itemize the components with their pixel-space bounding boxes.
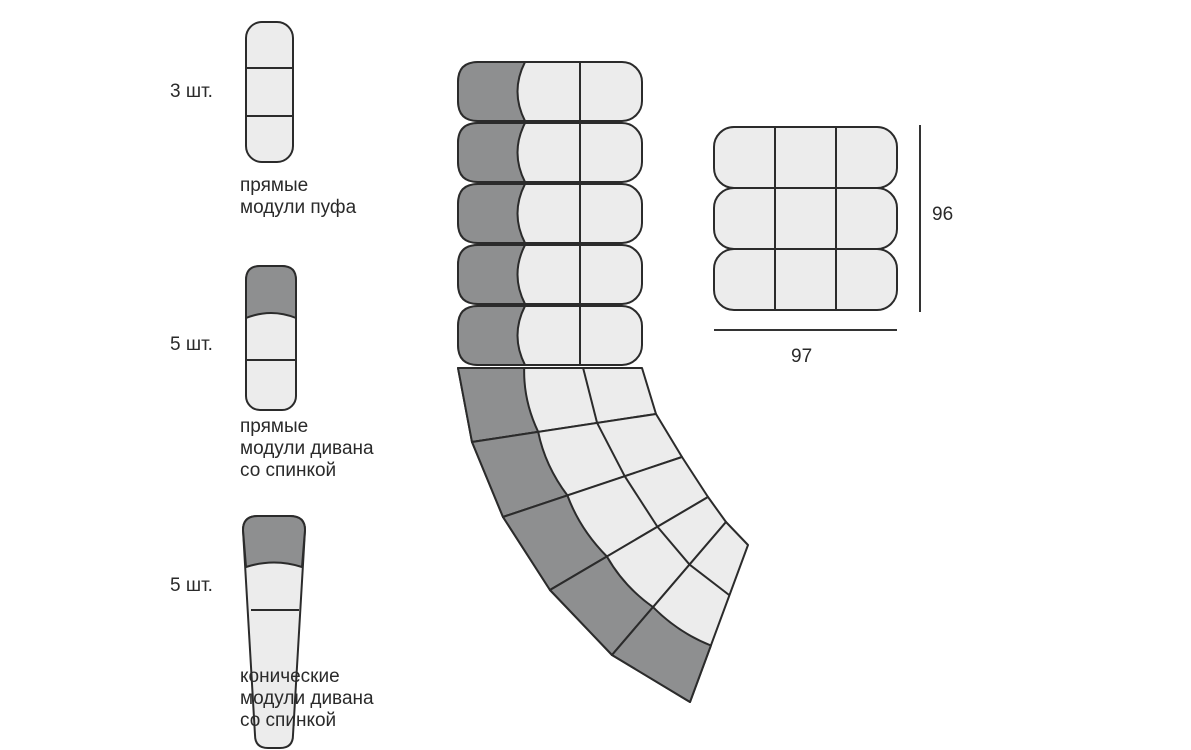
straight-label-line1: прямые <box>240 416 309 437</box>
conical-module-divider <box>656 526 691 566</box>
straight-module-back <box>457 305 526 366</box>
straight-sofa-module-icon <box>245 265 297 411</box>
sofa-layout <box>457 61 749 703</box>
conical-count: 5 шт. <box>170 575 213 596</box>
straight-module-back <box>457 122 526 183</box>
pouf-width-label: 97 <box>791 346 813 367</box>
pouf-label-line2: модули пуфа <box>240 197 357 218</box>
conical-module-divider <box>596 422 626 477</box>
conical-module-divider <box>582 367 599 424</box>
straight-label-line3: со спинкой <box>240 460 337 481</box>
pouf-module-icon <box>245 21 294 163</box>
pouf-count: 3 шт. <box>170 81 213 102</box>
conical-label-line3: со спинкой <box>240 710 337 731</box>
conical-module-divider <box>623 475 659 528</box>
conical-module-back <box>611 606 712 703</box>
conical-label-line1: конические <box>240 666 340 687</box>
straight-label-line2: модули дивана <box>240 438 374 459</box>
conical-label-line2: модули дивана <box>240 688 374 709</box>
straight-count: 5 шт. <box>170 334 213 355</box>
straight-module-back <box>457 183 526 244</box>
conical-module-divider <box>688 563 731 597</box>
pouf-height-label: 96 <box>932 204 954 225</box>
conical-sofa-module-icon <box>242 515 306 749</box>
pouf-grid <box>713 126 898 311</box>
straight-module-back <box>457 244 526 305</box>
pouf-label-line1: прямые <box>240 175 309 196</box>
straight-module-back <box>457 61 526 122</box>
